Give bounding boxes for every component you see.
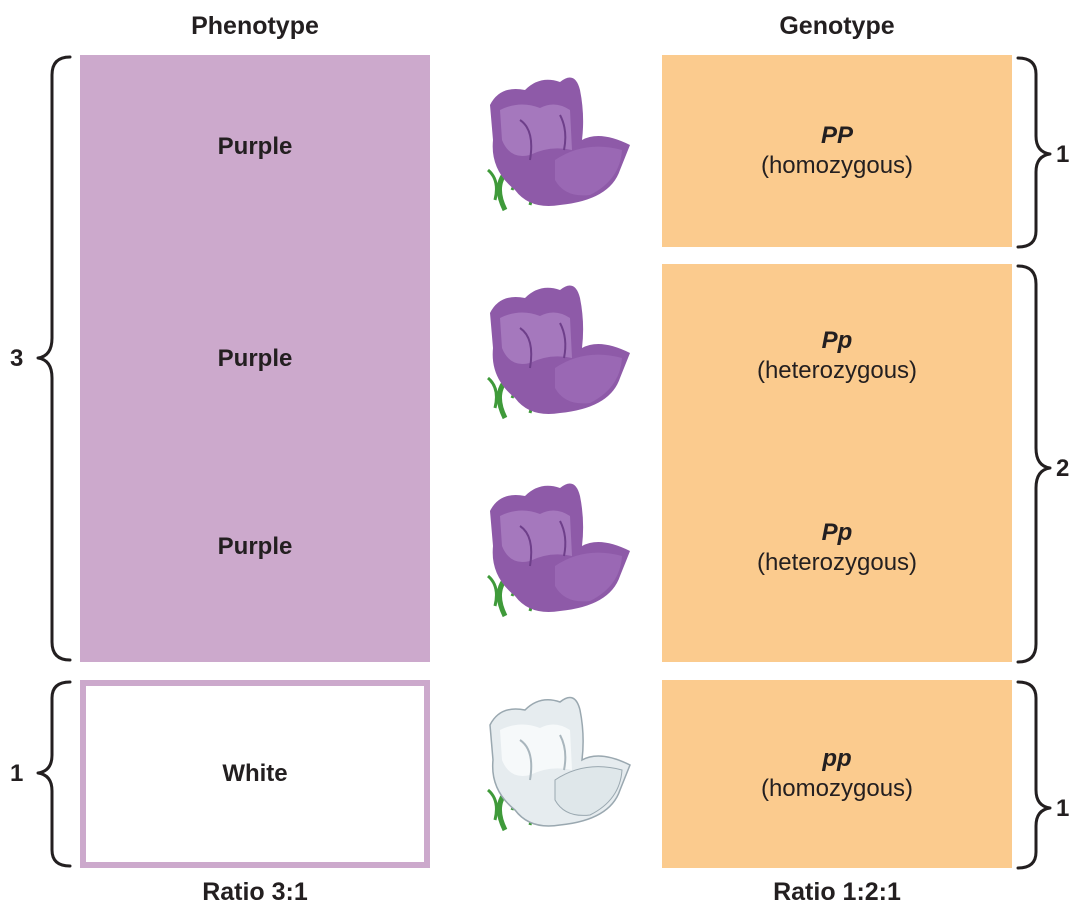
count-Pp-genotype: 2 (1056, 455, 1069, 483)
phenotype-label-4: White (222, 760, 287, 788)
count-PP-genotype: 1 (1056, 141, 1069, 169)
purple-flower-icon (460, 476, 635, 626)
right-brace-pp (1018, 58, 1050, 247)
phenotype-label-2: Purple (80, 345, 430, 373)
genotype-box-4: pp (homozygous) (662, 680, 1012, 868)
left-brace-3 (38, 57, 70, 660)
genotype-box-1: PP (homozygous) (662, 55, 1012, 247)
count-purple-phenotype: 3 (10, 345, 23, 373)
count-white-phenotype: 1 (10, 760, 23, 788)
white-flower-icon (460, 690, 635, 840)
genotype-zygosity-3: (heterozygous) (662, 548, 1012, 578)
phenotype-label-3: Purple (80, 533, 430, 561)
right-brace-Pp (1018, 266, 1050, 662)
genotype-ratio: Ratio 1:2:1 (662, 878, 1012, 907)
phenotype-white-box: White (80, 680, 430, 868)
left-brace-1 (38, 682, 70, 866)
genotype-header: Genotype (662, 12, 1012, 41)
genotype-symbol-4: pp (822, 744, 851, 774)
genotype-box-2: Pp (heterozygous) Pp (heterozygous) (662, 264, 1012, 662)
genotype-symbol-2: Pp (662, 326, 1012, 356)
genotype-zygosity-4: (homozygous) (761, 774, 913, 804)
purple-flower-icon (460, 278, 635, 428)
genotype-symbol-1: PP (821, 121, 853, 151)
right-brace-pp-lower (1018, 682, 1050, 868)
genotype-symbol-3: Pp (662, 518, 1012, 548)
phenotype-header: Phenotype (80, 12, 430, 41)
phenotype-label-1: Purple (80, 133, 430, 161)
purple-flower-icon (460, 70, 635, 220)
count-pp-genotype: 1 (1056, 795, 1069, 823)
phenotype-purple-box: Purple Purple Purple (80, 55, 430, 662)
genotype-zygosity-1: (homozygous) (761, 151, 913, 181)
genotype-zygosity-2: (heterozygous) (662, 356, 1012, 386)
phenotype-ratio: Ratio 3:1 (80, 878, 430, 907)
